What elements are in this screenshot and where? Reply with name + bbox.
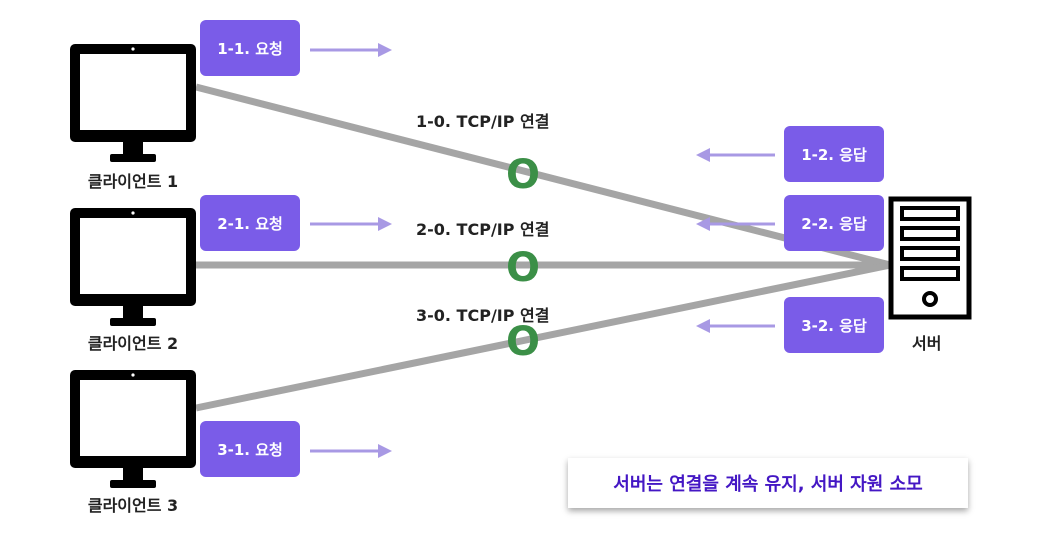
monitor-icon xyxy=(70,208,196,326)
response-arrow-1 xyxy=(696,148,775,162)
client-label-2: 클라이언트 2 xyxy=(87,334,179,353)
client-label-3: 클라이언트 3 xyxy=(87,496,179,515)
svg-text:O: O xyxy=(506,152,540,196)
connection-ok-mark-2: O xyxy=(506,245,540,289)
connection-line-1 xyxy=(195,83,891,269)
server-label: 서버 xyxy=(912,334,942,353)
monitor-icon xyxy=(70,44,196,162)
request-arrow-1 xyxy=(310,43,392,57)
svg-text:O: O xyxy=(506,245,540,289)
svg-text:O: O xyxy=(506,319,540,363)
response-arrow-2 xyxy=(696,217,775,231)
request-arrow-3 xyxy=(310,444,392,458)
connection-ok-mark-3: O xyxy=(506,319,540,363)
request-arrow-2 xyxy=(310,217,392,231)
connection-label-1: 1-0. TCP/IP 연결 xyxy=(416,112,550,131)
response-box-2: 2-2. 응답 xyxy=(784,195,884,251)
response-arrow-3 xyxy=(696,319,775,333)
client-label-1: 클라이언트 1 xyxy=(87,172,179,191)
response-box-1: 1-2. 응답 xyxy=(784,126,884,182)
connection-line-3 xyxy=(195,261,891,412)
request-box-2: 2-1. 요청 xyxy=(200,195,300,251)
server-icon xyxy=(888,196,972,320)
resource-note-text: 서버는 연결을 계속 유지, 서버 자원 소모 xyxy=(613,474,923,495)
connection-ok-mark-1: O xyxy=(506,152,540,196)
response-box-3: 3-2. 응답 xyxy=(784,297,884,353)
resource-note-box: 서버는 연결을 계속 유지, 서버 자원 소모 xyxy=(568,458,968,508)
connection-label-2: 2-0. TCP/IP 연결 xyxy=(416,220,550,239)
request-box-1: 1-1. 요청 xyxy=(200,20,300,76)
connection-label-3: 3-0. TCP/IP 연결 xyxy=(416,306,550,325)
request-box-3: 3-1. 요청 xyxy=(200,421,300,477)
monitor-icon xyxy=(70,370,196,488)
